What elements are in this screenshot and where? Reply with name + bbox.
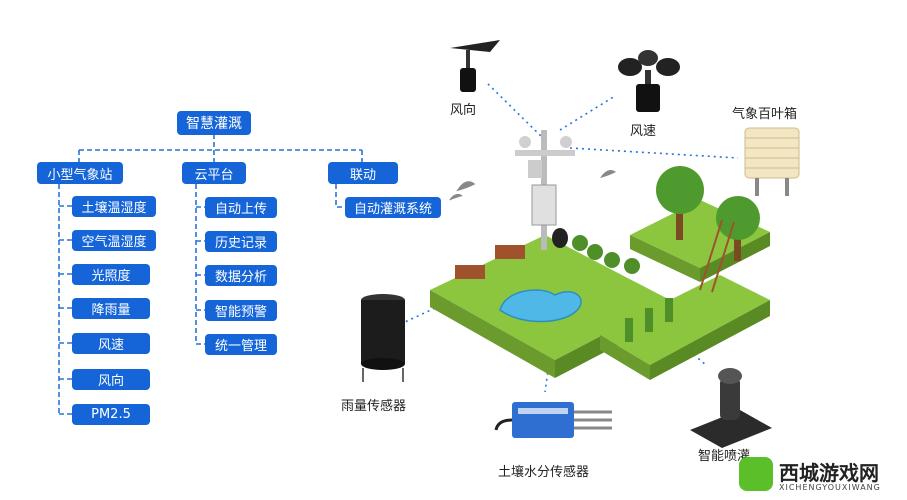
wind-vane-icon [450, 40, 500, 92]
node-wind-speed: 风速 [72, 333, 150, 354]
watermark: 西城游戏网 XICHENGYOUXIWANG [735, 455, 905, 497]
node-auto-upload: 自动上传 [205, 197, 277, 218]
node-pm25: PM2.5 [72, 404, 150, 425]
node-air-temp-humidity: 空气温湿度 [72, 230, 156, 251]
rain-gauge-icon [361, 294, 405, 382]
node-data-analysis: 数据分析 [205, 265, 277, 286]
label-soil-sensor: 土壤水分传感器 [498, 465, 590, 480]
node-rainfall: 降雨量 [72, 298, 150, 319]
node-soil-temp-humidity: 土壤温湿度 [72, 196, 156, 217]
label-sprinkler: 智能喷灌 [698, 449, 751, 464]
watermark-text: 西城游戏网 [779, 461, 879, 485]
branch-cloud-platform: 云平台 [182, 162, 246, 184]
node-unified-management: 统一管理 [205, 334, 277, 355]
node-auto-irrigation: 自动灌溉系统 [345, 197, 441, 218]
weather-station-mast [515, 130, 575, 250]
label-louver-box: 气象百叶箱 [732, 107, 798, 122]
root-node: 智慧灌溉 [177, 111, 251, 135]
label-rain-gauge: 雨量传感器 [341, 399, 407, 414]
node-history: 历史记录 [205, 231, 277, 252]
bird-icon [449, 181, 476, 201]
node-smart-warning: 智能预警 [205, 300, 277, 321]
sprinkler-icon [690, 368, 772, 448]
watermark-logo-icon [739, 457, 773, 491]
louver-box-icon [744, 127, 800, 196]
node-wind-direction: 风向 [72, 369, 150, 390]
watermark-subtext: XICHENGYOUXIWANG [779, 483, 881, 492]
branch-linkage: 联动 [328, 162, 398, 184]
branch-weather-station: 小型气象站 [37, 162, 123, 184]
anemometer-icon [618, 50, 680, 112]
label-wind-speed: 风速 [630, 124, 657, 139]
label-wind-direction: 风向 [450, 103, 477, 118]
bird-icon [600, 170, 616, 178]
node-illuminance: 光照度 [72, 264, 150, 285]
soil-sensor-icon [494, 402, 612, 438]
garden-platform [430, 166, 770, 380]
